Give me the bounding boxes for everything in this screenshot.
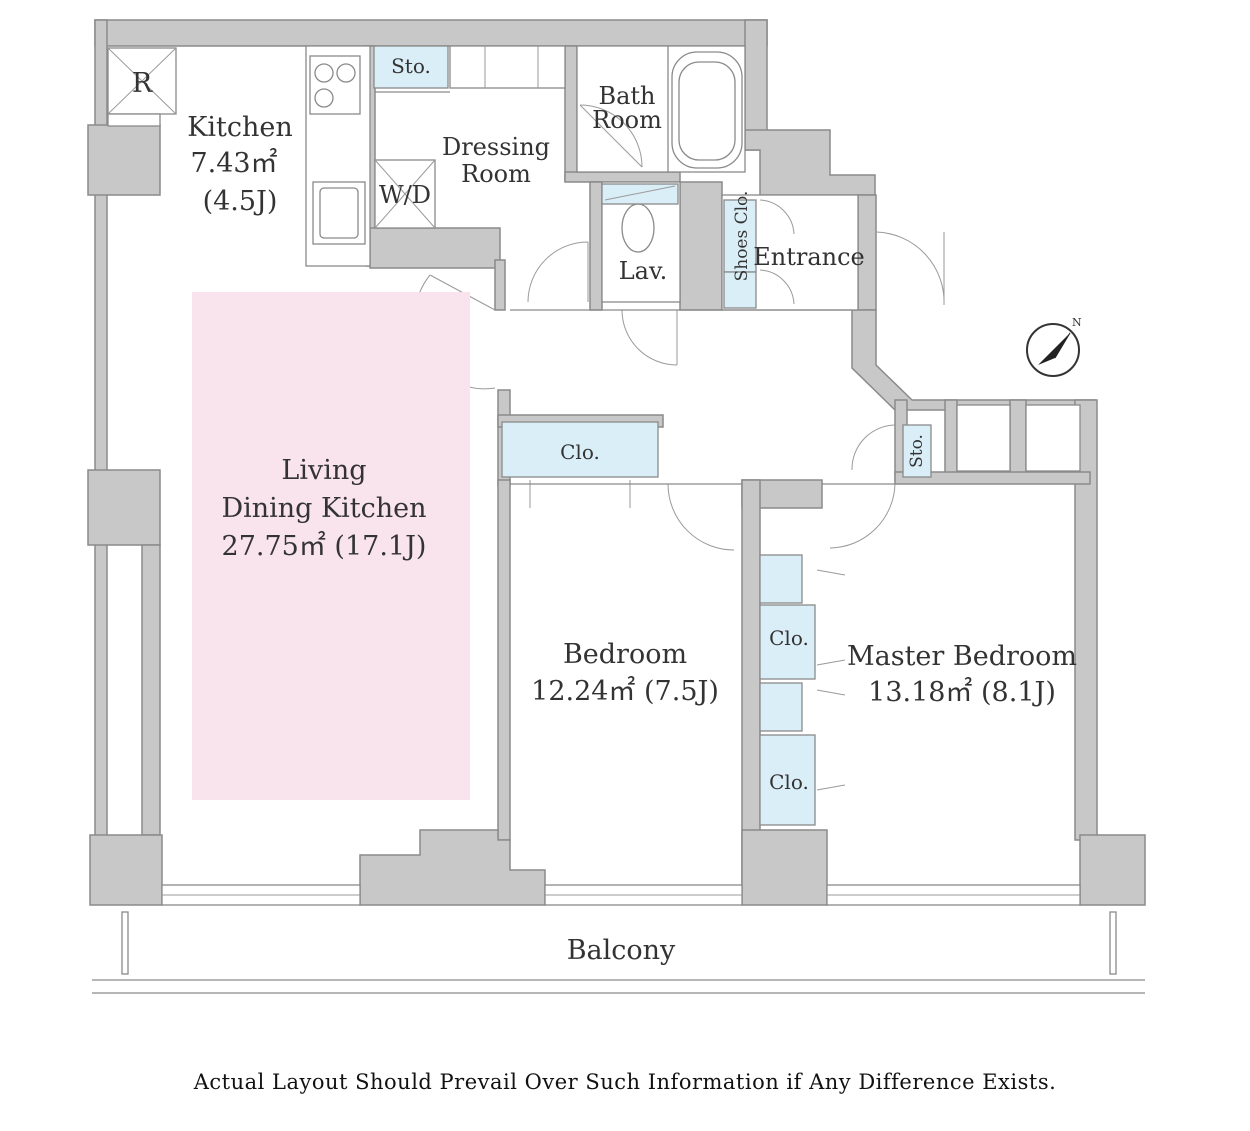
disclaimer-text: Actual Layout Should Prevail Over Such I… xyxy=(193,1070,1057,1094)
kitchen-name: Kitchen xyxy=(187,112,293,143)
living-line3: 27.75㎡ (17.1J) xyxy=(222,531,427,562)
storage-hall-label: Sto. xyxy=(907,434,927,468)
dressing-room-line2: Room xyxy=(461,160,531,188)
living-line1: Living xyxy=(281,455,366,486)
kitchen-jo: (4.5J) xyxy=(203,186,278,217)
bathtub-icon xyxy=(671,51,743,169)
north-arrow-icon: N xyxy=(1026,316,1082,377)
master-bedroom-name: Master Bedroom xyxy=(847,641,1077,672)
closet-hall-label: Clo. xyxy=(560,440,600,464)
dressing-room-line1: Dressing xyxy=(442,133,550,161)
kitchen-sink-icon xyxy=(312,181,366,245)
toilet-icon xyxy=(621,203,655,253)
master-bedroom-area: 13.18㎡ (8.1J) xyxy=(868,677,1056,708)
balcony-label: Balcony xyxy=(567,935,676,966)
storage-top-box xyxy=(373,45,449,89)
bath-room-line2: Room xyxy=(592,106,662,134)
bedroom-name: Bedroom xyxy=(563,639,687,670)
floor-plan: N R Kitchen 7.43㎡ (4.5J) Sto. Dressing R… xyxy=(87,19,1146,994)
compass-label: N xyxy=(1072,316,1082,329)
refrigerator-label: R xyxy=(132,68,153,99)
living-dining-kitchen-area xyxy=(192,292,470,800)
living-line2: Dining Kitchen xyxy=(221,493,426,524)
interior-lines xyxy=(92,45,1145,994)
stove-icon xyxy=(309,55,361,115)
kitchen-area: 7.43㎡ xyxy=(190,148,277,179)
closet-2-label: Clo. xyxy=(769,770,809,794)
bath-room-line1: Bath xyxy=(598,82,655,110)
closet-1-label: Clo. xyxy=(769,626,809,650)
washer-dryer-label: W/D xyxy=(379,181,431,209)
entrance-label: Entrance xyxy=(753,243,865,271)
bedroom-area: 12.24㎡ (7.5J) xyxy=(531,676,719,707)
shoes-closet-label: Shoes Clo. xyxy=(732,191,752,282)
lavatory-label: Lav. xyxy=(619,257,668,285)
storage-top-label: Sto. xyxy=(391,54,431,78)
